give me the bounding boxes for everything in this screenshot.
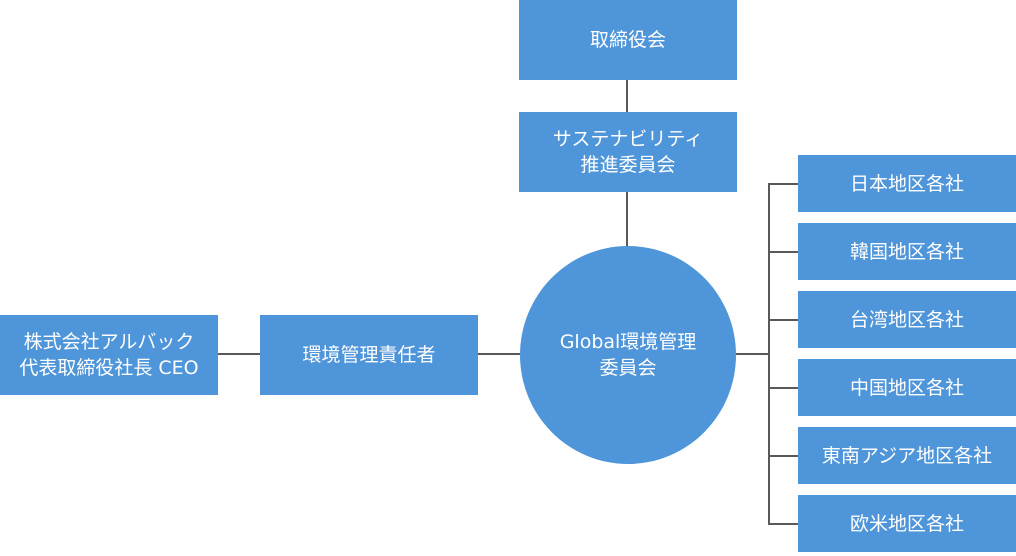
region-node-taiwan: 台湾地区各社 [798,291,1016,348]
region-label: 中国地区各社 [849,376,964,399]
sustainability-committee-line2: 推進委員会 [580,154,676,176]
sustainability-committee-node: サステナビリティ 推進委員会 [519,112,737,192]
connector-region-japan [768,183,798,185]
region-label: 欧米地区各社 [849,512,964,535]
connector-region-sea [768,455,798,457]
region-node-korea: 韓国地区各社 [798,223,1016,280]
connector-region-korea [768,251,798,253]
ceo-line1: 株式会社アルバック [23,331,195,353]
region-node-china: 中国地区各社 [798,359,1016,416]
board-node: 取締役会 [519,0,737,80]
env-manager-node: 環境管理責任者 [260,315,478,395]
global-committee-line2: 委員会 [599,357,657,379]
connector-sustainability-global [626,192,628,248]
region-node-japan: 日本地区各社 [798,155,1016,212]
env-manager-label: 環境管理責任者 [302,344,436,366]
region-node-southeast-asia: 東南アジア地区各社 [798,427,1016,484]
connector-region-taiwan [768,319,798,321]
region-label: 台湾地区各社 [849,308,964,331]
connector-region-china [768,387,798,389]
board-label: 取締役会 [589,29,666,51]
region-label: 日本地区各社 [849,172,964,195]
global-committee-line1: Global環境管理 [559,331,697,353]
connector-board-sustainability [626,80,628,112]
connector-ceo-manager [218,353,260,355]
global-committee-node: Global環境管理 委員会 [520,246,736,464]
connector-global-trunk [736,353,770,355]
region-node-europe-america: 欧米地区各社 [798,495,1016,552]
connector-region-west [768,523,798,525]
ceo-node: 株式会社アルバック 代表取締役社長 CEO [0,315,218,395]
region-label: 東南アジア地区各社 [821,444,993,467]
connector-regions-vertical [768,183,770,525]
ceo-line2: 代表取締役社長 CEO [19,357,199,379]
connector-manager-global [478,353,520,355]
sustainability-committee-line1: サステナビリティ [552,128,704,150]
region-label: 韓国地区各社 [849,240,964,263]
